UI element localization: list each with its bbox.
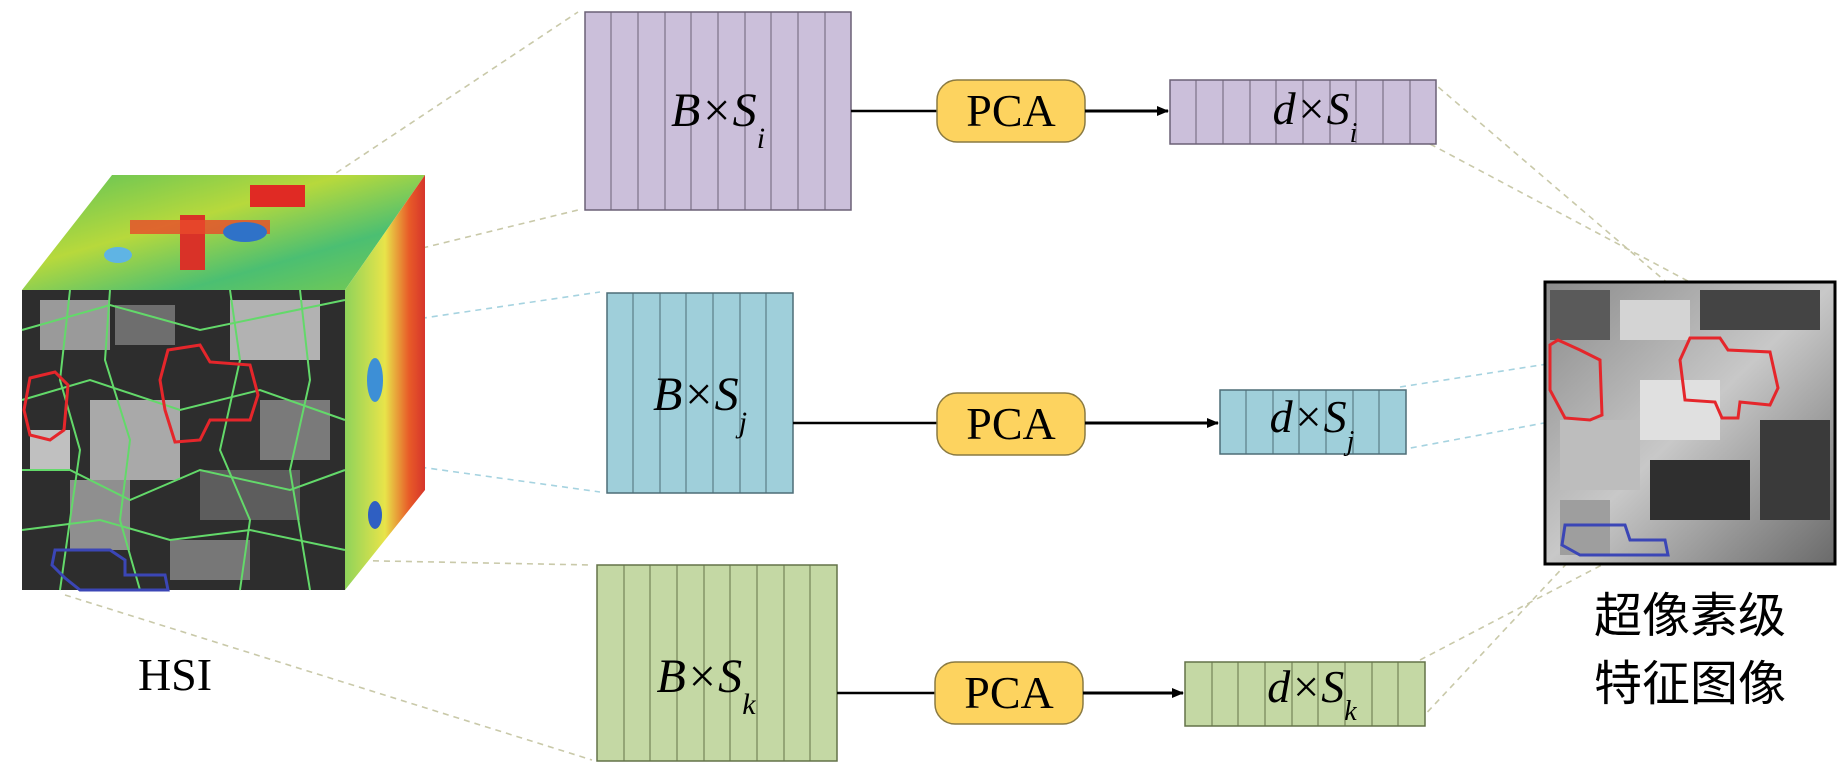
input-main-k: B×S: [656, 650, 742, 703]
output-main-j: d×S: [1270, 391, 1347, 442]
connector-j-to-out-top: [1399, 361, 1561, 388]
connector-k-to-out-bottom: [1419, 559, 1571, 721]
output-label-line-1: 超像素级: [1594, 588, 1786, 644]
hsi-label: HSI: [138, 649, 212, 700]
output-feature-image: [1543, 280, 1837, 566]
hsi-red-region-large: [158, 343, 260, 444]
output-label-j: d×Sj: [1270, 391, 1355, 457]
output-sub-k: k: [1344, 696, 1357, 727]
connector-hsi-to-k-bottom: [64, 594, 593, 761]
input-sub-j: j: [735, 406, 747, 439]
input-matrix-j-columns: [632, 293, 767, 493]
output-matrix-j: [1219, 389, 1407, 455]
input-sub-k: k: [742, 688, 756, 721]
hsi-blue-spot-1: [223, 222, 267, 242]
input-matrix-k: [596, 564, 838, 762]
input-sub-i: i: [757, 122, 765, 155]
hsi-red-region-small: [22, 370, 70, 442]
connector-k-to-out-top: [1419, 544, 1641, 661]
connector-hsi-to-j-top: [409, 291, 601, 321]
input-matrix-i-columns: [610, 12, 826, 210]
connector-hsi-to-j-bottom: [354, 457, 601, 493]
pca-label-i: PCA: [966, 85, 1055, 136]
output-label-i: d×Si: [1273, 83, 1358, 149]
hsi-side-blue-1: [367, 358, 383, 402]
connector-i-to-out-top: [1429, 79, 1741, 346]
input-matrix-k-columns: [623, 565, 811, 761]
output-matrix-k-columns: [1211, 662, 1399, 726]
input-matrix-j: [606, 292, 794, 494]
output-image-texture: [1550, 290, 1830, 555]
output-label-k: d×Sk: [1267, 661, 1357, 727]
output-image-frame: [1543, 280, 1837, 566]
pca-label-k: PCA: [964, 667, 1053, 718]
output-matrix-j-columns: [1245, 390, 1380, 454]
hsi-blue-region: [50, 548, 170, 592]
hsi-cube-side-face: [345, 175, 425, 590]
input-label-k: B×Sk: [656, 650, 756, 721]
connector-hsi-to-i-top: [317, 11, 579, 186]
hsi-blue-spot-2: [104, 247, 132, 263]
output-label-line-2: 特征图像: [1594, 656, 1786, 712]
output-sub-j: j: [1344, 426, 1355, 457]
input-label-j: B×Sj: [653, 368, 747, 439]
hsi-side-blue-2: [368, 501, 382, 529]
branch-k: B×Sk PCA d×Sk: [596, 564, 1426, 762]
connector-j-to-out-bottom: [1399, 419, 1561, 451]
output-red-region-small: [1548, 338, 1604, 422]
branch-i: B×Si PCA d×Si: [584, 11, 1437, 211]
output-red-region-large: [1678, 336, 1780, 420]
input-main-j: B×S: [653, 368, 739, 421]
hsi-cube: [21, 175, 425, 592]
output-sub-i: i: [1350, 118, 1358, 149]
output-main-i: d×S: [1273, 83, 1350, 134]
output-main-k: d×S: [1267, 661, 1344, 712]
input-main-i: B×S: [671, 84, 757, 137]
hsi-front-texture: [30, 300, 330, 580]
pca-label-j: PCA: [966, 398, 1055, 449]
output-matrix-k: [1184, 661, 1426, 727]
output-blue-region: [1560, 523, 1670, 557]
branch-j: B×Sj PCA d×Sj: [606, 292, 1407, 494]
output-matrix-i-columns: [1195, 80, 1411, 144]
hsi-red-band-1: [250, 185, 305, 207]
input-label-i: B×Si: [671, 84, 765, 155]
